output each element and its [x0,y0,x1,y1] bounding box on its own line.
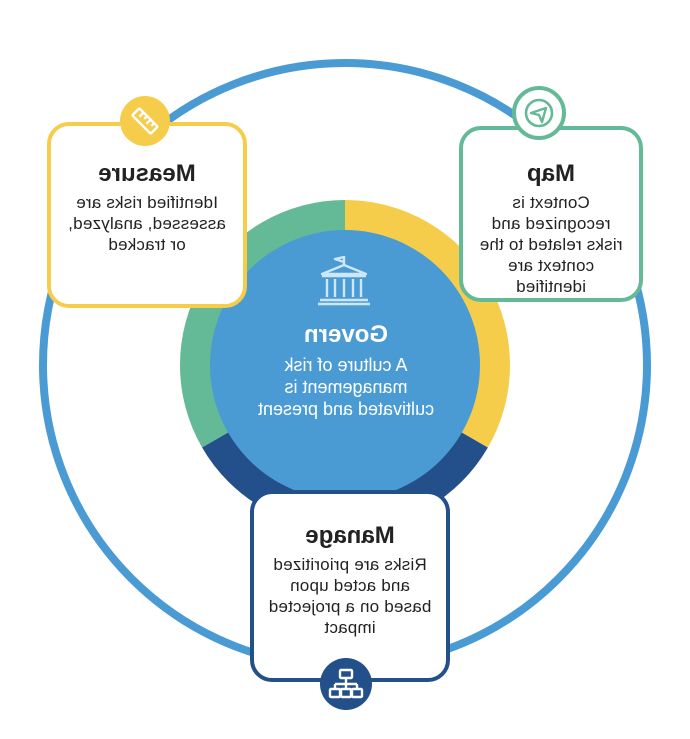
map-description: Context is recognized and risks related … [479,193,623,296]
govern-center-circle [210,230,480,500]
govern-center-label: Govern A culture of risk management is c… [246,320,446,420]
measure-title: Measure [98,160,196,187]
government-building-icon [318,255,370,306]
map-badge [512,86,566,140]
ruler-icon [131,107,159,135]
measure-badge [120,96,170,146]
measure-card: Measure Identified risks are assessed, a… [47,122,247,308]
measure-description: Identified risks are assessed, analyzed,… [68,193,226,254]
manage-description: Risks are prioritized and acted upon bas… [268,555,432,637]
govern-description: A culture of risk management is cultivat… [257,355,435,419]
govern-title: Govern [303,321,389,348]
manage-card: Manage Risks are prioritized and acted u… [250,490,450,682]
map-card: Map Context is recognized and risks rela… [459,126,643,302]
manage-title: Manage [305,522,395,549]
manage-badge [320,658,372,710]
map-title: Map [527,160,575,187]
compass-arrow-icon [524,98,554,128]
hierarchy-chart-icon [328,668,364,699]
